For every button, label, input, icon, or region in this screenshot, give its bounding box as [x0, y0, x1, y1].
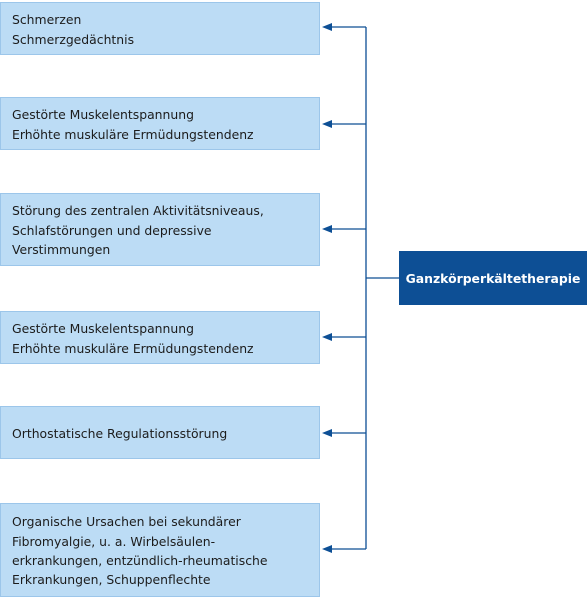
diagram-node-activity-sleep: Störung des zentralen Aktivitätsniveaus,… — [0, 193, 320, 266]
diagram-node-organic-causes: Organische Ursachen bei sekundärer Fibro… — [0, 503, 320, 597]
node-label: Schmerzen Schmerzgedächtnis — [12, 12, 135, 47]
center-label: Ganzkörperkältetherapie — [405, 270, 581, 286]
arrowhead-icon — [322, 23, 332, 31]
arrowhead-icon — [322, 429, 332, 437]
node-label: Störung des zentralen Aktivitätsniveaus,… — [12, 203, 264, 258]
diagram-center-node: Ganzkörperkältetherapie — [399, 251, 587, 305]
diagram-node-muscle-tension-2: Gestörte Muskelentspannung Erhöhte musku… — [0, 311, 320, 364]
arrowhead-icon — [322, 333, 332, 341]
diagram-node-orthostatic: Orthostatische Regulationsstörung — [0, 406, 320, 459]
arrowhead-icon — [322, 545, 332, 553]
node-label: Gestörte Muskelentspannung Erhöhte musku… — [12, 321, 254, 356]
node-label: Gestörte Muskelentspannung Erhöhte musku… — [12, 107, 254, 142]
node-label: Organische Ursachen bei sekundärer Fibro… — [12, 514, 268, 588]
diagram-node-muscle-tension-1: Gestörte Muskelentspannung Erhöhte musku… — [0, 97, 320, 150]
node-label: Orthostatische Regulationsstörung — [12, 425, 228, 441]
arrowhead-icon — [322, 225, 332, 233]
diagram-node-pain: Schmerzen Schmerzgedächtnis — [0, 2, 320, 55]
arrowhead-icon — [322, 120, 332, 128]
